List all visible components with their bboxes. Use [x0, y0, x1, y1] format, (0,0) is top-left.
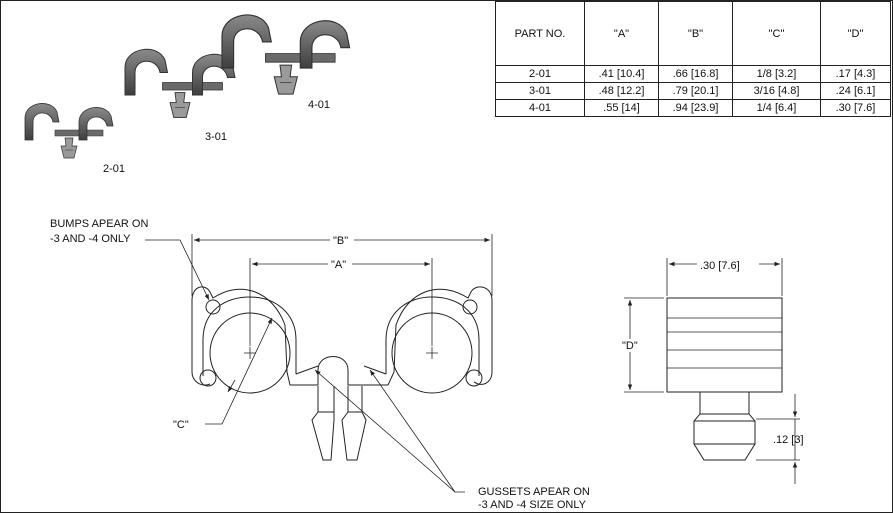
gussets-note-line2: -3 AND -4 SIZE ONLY — [478, 499, 587, 511]
label-2-01: 2-01 — [103, 163, 125, 175]
cell-a: .41 [10.4] — [584, 65, 659, 83]
spec-table-header: PART NO. "A" "B" "C" "D" — [495, 1, 891, 66]
side-pin — [693, 392, 756, 461]
side-width-mm: 7.6 — [721, 260, 736, 272]
side-d-gap — [622, 339, 642, 352]
dim-b-label: "B" — [333, 235, 348, 247]
header-a: "A" — [584, 1, 659, 66]
cell-b: .94 [23.9] — [658, 99, 733, 117]
cell-a: .55 [14] — [584, 99, 659, 117]
bumps-note-line2: -3 AND -4 ONLY — [50, 233, 131, 245]
spec-table: PART NO. "A" "B" "C" "D" 2-01 .41 [10.4]… — [495, 1, 891, 117]
dim-c-label: "C" — [173, 419, 189, 431]
iso-view-2-01 — [24, 103, 114, 159]
side-width-label: .30[7.6] — [700, 260, 740, 272]
side-pin-label: .12[3] — [773, 434, 804, 446]
dim-a-label: "A" — [331, 259, 346, 271]
cell-b: .66 [16.8] — [658, 65, 733, 83]
side-width-value: .30 — [700, 260, 715, 272]
table-row: 4-01 .55 [14] .94 [23.9] 1/4 [6.4] .30 [… — [495, 99, 891, 117]
cell-d: .17 [4.3] — [820, 65, 891, 83]
clip-outline — [191, 286, 493, 386]
iso-view-4-01 — [221, 14, 351, 95]
dim-b-gap — [330, 234, 354, 246]
side-d-label: "D" — [622, 340, 638, 352]
cell-part: 4-01 — [495, 99, 585, 117]
side-body — [666, 297, 783, 393]
cell-c: 1/4 [6.4] — [732, 99, 821, 117]
side-pin-mm: 3 — [794, 434, 800, 446]
table-row: 2-01 .41 [10.4] .66 [16.8] 1/8 [3.2] .17… — [495, 65, 891, 83]
cell-c: 3/16 [4.8] — [732, 82, 821, 100]
bumps-note-line1: BUMPS APEAR ON — [50, 218, 148, 230]
cell-d: .30 [7.6] — [820, 99, 891, 117]
side-view — [624, 258, 800, 484]
side-width-gap — [697, 258, 759, 271]
label-4-01: 4-01 — [308, 99, 330, 111]
dim-a-gap — [328, 258, 352, 270]
cell-d: .24 [6.1] — [820, 82, 891, 100]
side-pin-value: .12 — [773, 434, 788, 446]
label-3-01: 3-01 — [205, 131, 227, 143]
front-view — [145, 234, 493, 493]
iso-view-3-01 — [124, 48, 236, 118]
gussets-note-line1: GUSSETS APEAR ON — [478, 486, 590, 498]
